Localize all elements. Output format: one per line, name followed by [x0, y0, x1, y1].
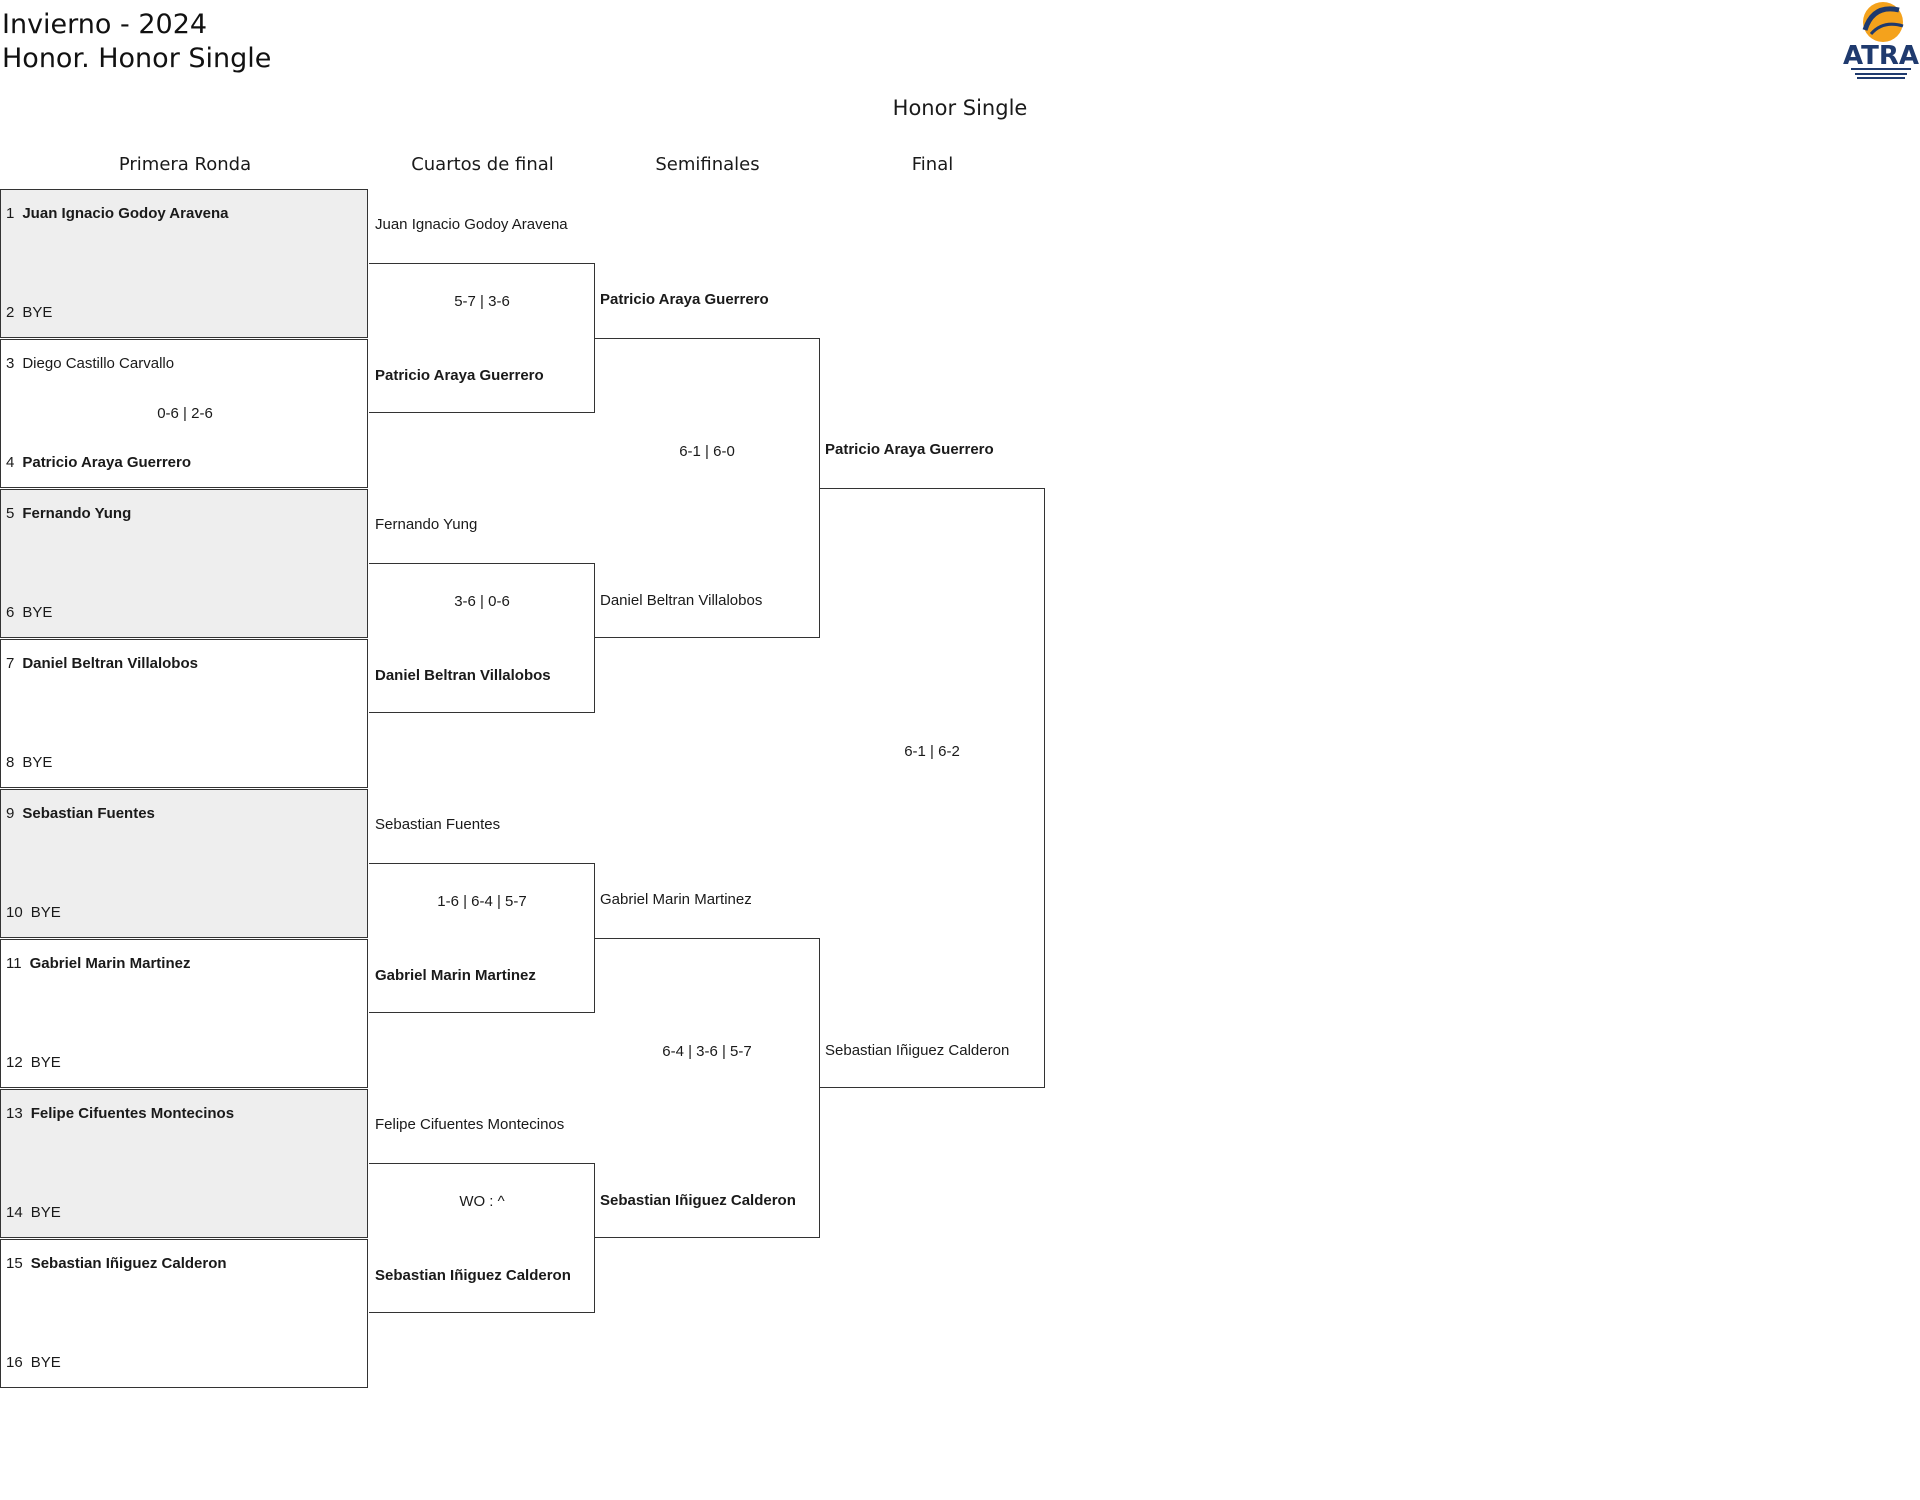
sf-player-bottom: Sebastian Iñiguez Calderon: [600, 1192, 796, 1209]
match-score: 1-6 | 6-4 | 5-7: [437, 893, 527, 910]
quarterfinal-match: 5-7 | 3-6 Patricio Araya Guerrero: [369, 263, 595, 413]
match-score: WO : ^: [459, 1193, 505, 1210]
player-name: BYE: [22, 754, 53, 771]
player-name: BYE: [22, 604, 53, 621]
player-name: Sebastian Iñiguez Calderon: [30, 1255, 227, 1272]
sf-player-bottom: Daniel Beltran Villalobos: [600, 592, 763, 609]
qf-player-bottom: Sebastian Iñiguez Calderon: [375, 1267, 571, 1284]
player-name: Patricio Araya Guerrero: [22, 454, 192, 471]
player-name: Sebastian Fuentes: [22, 805, 155, 822]
quarterfinal-match: 1-6 | 6-4 | 5-7 Gabriel Marin Martinez: [369, 863, 595, 1013]
quarterfinal-match: WO : ^ Sebastian Iñiguez Calderon: [369, 1163, 595, 1313]
round-header-quarters: Cuartos de final: [411, 154, 554, 175]
round-header-semis: Semifinales: [655, 154, 760, 175]
match-score: 6-1 | 6-0: [679, 443, 735, 460]
match-score: 6-4 | 3-6 | 5-7: [662, 1043, 752, 1060]
svg-text:ATRA: ATRA: [1843, 41, 1919, 71]
player-name: BYE: [30, 904, 61, 921]
final-player-bottom: Sebastian Iñiguez Calderon: [825, 1042, 1010, 1059]
qf-player-bottom: Daniel Beltran Villalobos: [375, 667, 551, 684]
player-name: BYE: [22, 304, 53, 321]
semifinal-match: 6-4 | 3-6 | 5-7 Sebastian Iñiguez Calder…: [594, 938, 820, 1238]
semifinal-match: 6-1 | 6-0 Daniel Beltran Villalobos: [594, 338, 820, 638]
qf-player-top: Fernando Yung: [375, 516, 478, 533]
player-name: BYE: [30, 1054, 61, 1071]
atra-logo: ATRA: [1843, 0, 1919, 82]
round-header-final: Final: [911, 154, 954, 175]
draw-title: Honor Single: [892, 96, 1028, 120]
match-score: 6-1 | 6-2: [904, 743, 960, 760]
player-name: Diego Castillo Carvallo: [22, 355, 175, 372]
sf-player-top: Gabriel Marin Martinez: [600, 891, 752, 908]
category-title: Honor. Honor Single: [2, 43, 272, 74]
match-score: 0-6 | 2-6: [157, 405, 213, 422]
qf-player-top: Felipe Cifuentes Montecinos: [375, 1116, 565, 1133]
season-title: Invierno - 2024: [2, 9, 208, 40]
match-score: 5-7 | 3-6: [454, 293, 510, 310]
player-name: BYE: [30, 1204, 61, 1221]
player-name: Daniel Beltran Villalobos: [22, 655, 198, 672]
sf-player-top: Patricio Araya Guerrero: [600, 291, 769, 308]
player-name: Fernando Yung: [22, 505, 132, 522]
player-name: Juan Ignacio Godoy Aravena: [22, 205, 229, 222]
qf-player-bottom: Patricio Araya Guerrero: [375, 367, 544, 384]
qf-player-bottom: Gabriel Marin Martinez: [375, 967, 536, 984]
player-name: Gabriel Marin Martinez: [29, 955, 191, 972]
player-name: Felipe Cifuentes Montecinos: [30, 1105, 235, 1122]
final-player-top: Patricio Araya Guerrero: [825, 441, 994, 458]
round-header-first: Primera Ronda: [118, 154, 252, 175]
qf-player-top: Juan Ignacio Godoy Aravena: [375, 216, 568, 233]
qf-player-top: Sebastian Fuentes: [375, 816, 501, 833]
final-match: 6-1 | 6-2 Sebastian Iñiguez Calderon: [819, 488, 1045, 1088]
match-score: 3-6 | 0-6: [454, 593, 510, 610]
player-name: BYE: [30, 1354, 61, 1371]
quarterfinal-match: 3-6 | 0-6 Daniel Beltran Villalobos: [369, 563, 595, 713]
